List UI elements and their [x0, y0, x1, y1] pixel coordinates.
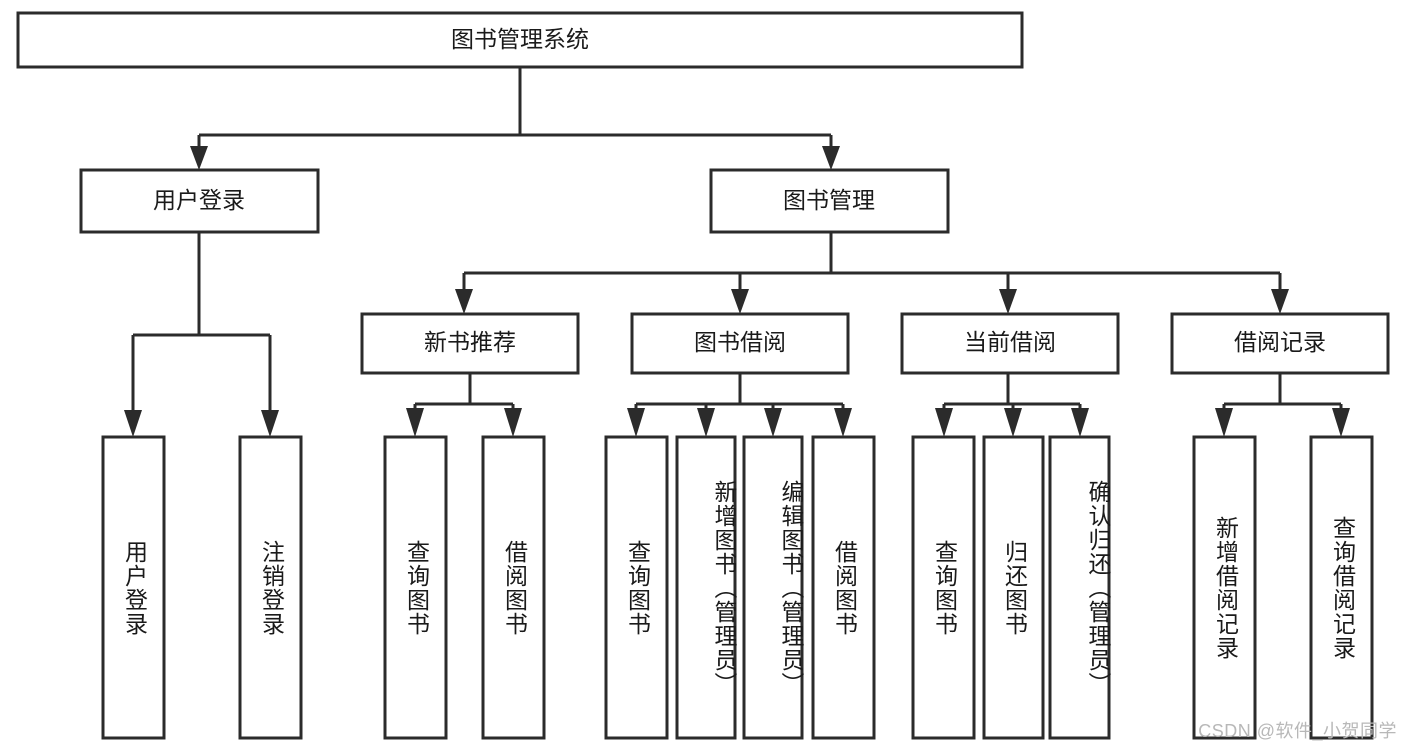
arrow-head-leaf-query-book-current	[935, 408, 953, 437]
arrow-head-leaf-query-borrow-record	[1332, 408, 1350, 437]
node-leaf-confirm-return-admin-box[interactable]	[1048, 435, 1111, 740]
arrow-head-current-borrow	[999, 289, 1017, 314]
node-leaf-user-logout-box[interactable]	[238, 435, 303, 740]
leaf-boxes-group	[101, 435, 1374, 740]
arrow-head-leaf-confirm-return-admin	[1071, 408, 1089, 437]
node-book-borrow-box[interactable]	[630, 312, 850, 375]
node-current-borrow-label: 当前借阅	[964, 329, 1056, 355]
node-new-book-rec-label: 新书推荐	[424, 329, 516, 355]
node-borrow-record-label: 借阅记录	[1234, 329, 1326, 355]
node-new-book-rec[interactable]: 新书推荐	[360, 312, 580, 375]
node-book-manage-label: 图书管理	[783, 187, 875, 213]
node-book-borrow[interactable]: 图书借阅	[630, 312, 850, 375]
node-leaf-query-borrow-record-box[interactable]	[1309, 435, 1374, 740]
node-leaf-user-login-box[interactable]	[101, 435, 166, 740]
node-leaf-return-book-box[interactable]	[982, 435, 1045, 740]
node-root-box[interactable]	[16, 11, 1024, 69]
node-root[interactable]: 图书管理系统	[16, 11, 1024, 69]
connector-group-book-manage	[455, 232, 1289, 314]
connector-group-new-book-rec	[406, 373, 522, 437]
node-user-login[interactable]: 用户登录	[79, 168, 320, 234]
node-book-borrow-label: 图书借阅	[694, 329, 786, 355]
node-leaf-add-borrow-record-box[interactable]	[1192, 435, 1257, 740]
node-leaf-borrow-book-box[interactable]	[811, 435, 876, 740]
arrow-head-leaf-borrow-book-rec	[504, 408, 522, 437]
arrow-head-leaf-user-login	[124, 410, 142, 437]
node-current-borrow-box[interactable]	[900, 312, 1120, 375]
arrow-head-leaf-query-book-borrow	[627, 408, 645, 437]
node-current-borrow[interactable]: 当前借阅	[900, 312, 1120, 375]
node-borrow-record[interactable]: 借阅记录	[1170, 312, 1390, 375]
connector-group-current-borrow	[935, 373, 1089, 437]
arrow-head-leaf-query-book-rec	[406, 408, 424, 437]
arrow-head-borrow-record	[1271, 289, 1289, 314]
node-user-login-box[interactable]	[79, 168, 320, 234]
node-user-login-label: 用户登录	[153, 187, 245, 213]
node-leaf-edit-book-admin-box[interactable]	[742, 435, 804, 740]
node-leaf-borrow-book-rec-box[interactable]	[481, 435, 546, 740]
arrow-head-leaf-return-book	[1004, 408, 1022, 437]
node-new-book-rec-box[interactable]	[360, 312, 580, 375]
arrow-head-leaf-edit-book-admin	[764, 408, 782, 437]
connector-group-root	[190, 67, 840, 170]
node-leaf-query-book-borrow-box[interactable]	[604, 435, 669, 740]
node-root-label: 图书管理系统	[451, 26, 589, 52]
node-leaf-query-book-rec-box[interactable]	[383, 435, 448, 740]
arrow-head-user-login	[190, 146, 208, 170]
arrow-head-leaf-add-book-admin	[697, 408, 715, 437]
node-leaf-query-book-current-box[interactable]	[911, 435, 976, 740]
connector-group-borrow-record	[1215, 373, 1350, 437]
arrow-head-leaf-user-logout	[261, 410, 279, 437]
arrow-head-book-manage	[822, 146, 840, 170]
node-borrow-record-box[interactable]	[1170, 312, 1390, 375]
connector-group-book-borrow	[627, 373, 852, 437]
watermark-text: CSDN @软件_小贺同学	[1198, 721, 1397, 741]
arrow-head-leaf-borrow-book	[834, 408, 852, 437]
node-book-manage[interactable]: 图书管理	[709, 168, 950, 234]
arrow-head-book-borrow	[731, 289, 749, 314]
arrow-head-leaf-add-borrow-record	[1215, 408, 1233, 437]
arrow-head-new-book-rec	[455, 289, 473, 314]
node-leaf-add-book-admin-box[interactable]	[675, 435, 737, 740]
connector-group-user-login	[124, 232, 279, 437]
node-book-manage-box[interactable]	[709, 168, 950, 234]
